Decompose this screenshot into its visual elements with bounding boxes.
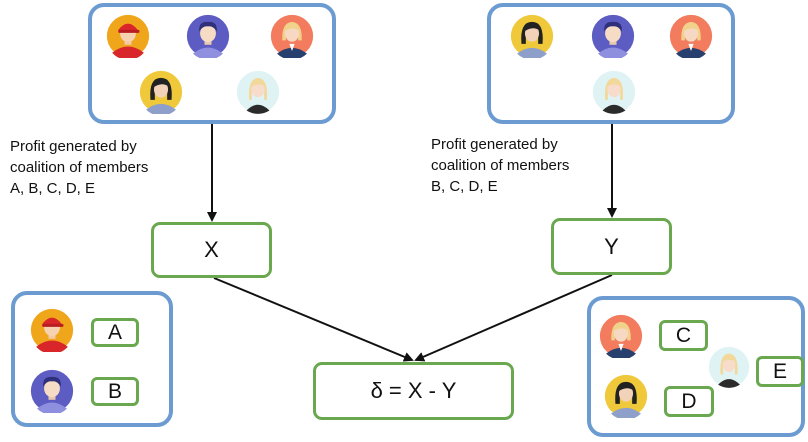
member-d-avatar-icon bbox=[604, 374, 648, 418]
member-b-avatar-icon bbox=[186, 14, 230, 58]
member-a-label: A bbox=[91, 318, 139, 347]
arrow-x-to-formula bbox=[213, 277, 414, 362]
formula-node: δ = X - Y bbox=[313, 362, 514, 420]
profit-y-node: Y bbox=[551, 218, 672, 275]
member-e-avatar-icon bbox=[708, 346, 750, 388]
member-e-avatar-icon bbox=[592, 70, 636, 114]
arrow-y-to-formula bbox=[414, 274, 613, 362]
right-profit-caption: Profit generated by coalition of members… bbox=[431, 134, 569, 197]
member-b-label: B bbox=[91, 377, 139, 406]
coalition-without-a-box bbox=[487, 3, 735, 124]
member-c-avatar-icon bbox=[270, 14, 314, 58]
member-a-avatar-icon bbox=[106, 14, 150, 58]
left-caption-line-3: A, B, C, D, E bbox=[10, 180, 96, 197]
coalition-full-box bbox=[88, 3, 336, 124]
members-c-d-e-box: C E D bbox=[587, 296, 805, 437]
member-a-avatar-icon bbox=[30, 308, 74, 352]
member-d-label: D bbox=[664, 386, 714, 417]
member-b-avatar-icon bbox=[591, 14, 635, 58]
profit-x-node: X bbox=[151, 222, 272, 278]
left-caption-line-2: coalition of members bbox=[10, 159, 149, 176]
member-c-avatar-icon bbox=[669, 14, 713, 58]
member-b-avatar-icon bbox=[30, 369, 74, 413]
member-d-avatar-icon bbox=[139, 70, 183, 114]
member-c-avatar-icon bbox=[599, 314, 643, 358]
member-e-label: E bbox=[756, 356, 804, 387]
right-caption-line-1: Profit generated by bbox=[431, 136, 558, 153]
members-a-b-box: A B bbox=[11, 291, 173, 427]
right-caption-line-2: coalition of members bbox=[431, 157, 570, 174]
left-caption-line-1: Profit generated by bbox=[10, 138, 137, 155]
right-caption-line-3: B, C, D, E bbox=[431, 178, 498, 195]
left-profit-caption: Profit generated by coalition of members… bbox=[10, 136, 148, 199]
member-e-avatar-icon bbox=[236, 70, 280, 114]
member-c-label: C bbox=[659, 320, 708, 351]
member-d-avatar-icon bbox=[510, 14, 554, 58]
